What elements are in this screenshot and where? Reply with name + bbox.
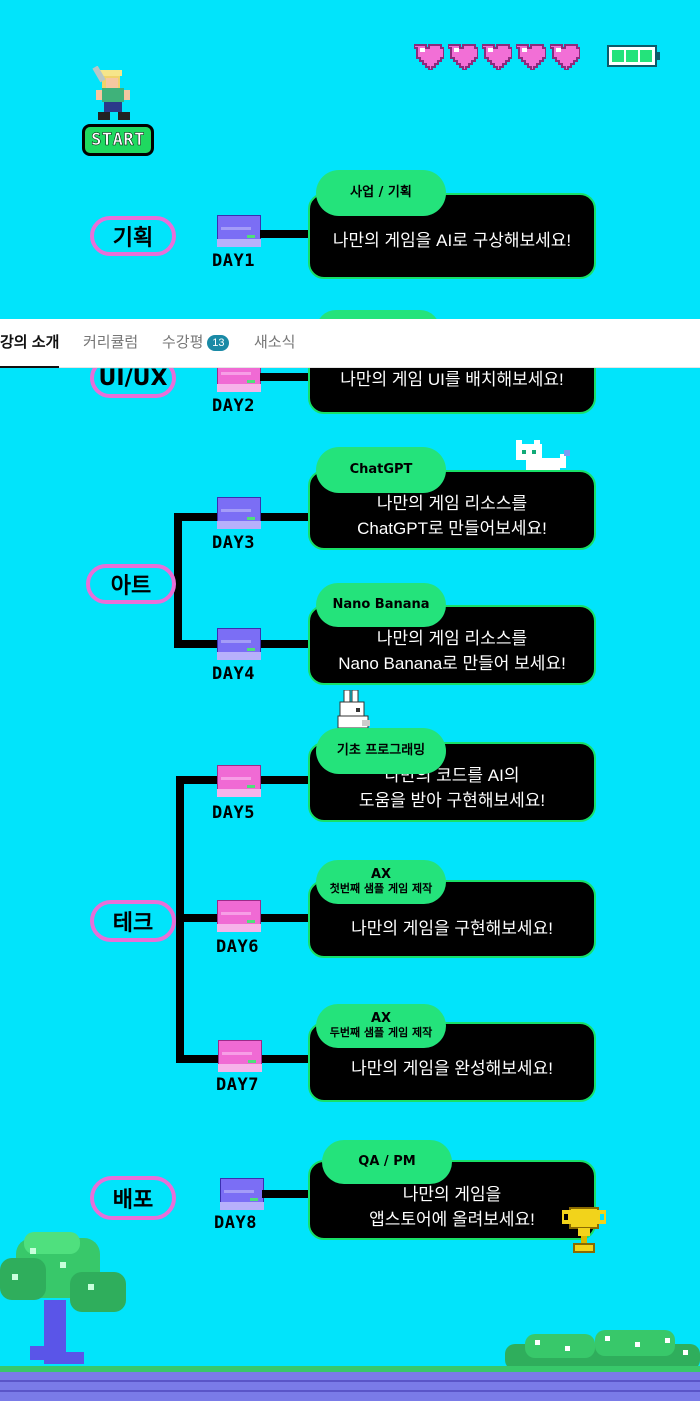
card-text: 나만의 게임 리소스를 xyxy=(376,494,528,513)
tag-title: AX xyxy=(370,867,392,882)
category-deploy: 배포 xyxy=(90,1176,176,1220)
cat-icon xyxy=(516,440,570,470)
day7-tag: AX 두번째 샘플 게임 제작 xyxy=(316,1004,446,1048)
connector-line xyxy=(262,1190,312,1198)
book-icon xyxy=(217,900,261,932)
hearts-meter xyxy=(414,42,580,70)
card-text: ChatGPT로 만들어보세요! xyxy=(357,519,547,538)
heart-icon xyxy=(550,44,580,70)
day-label: DAY2 xyxy=(212,396,255,416)
heart-icon xyxy=(516,44,546,70)
category-tech: 테크 xyxy=(90,900,176,942)
start-button[interactable]: START xyxy=(82,124,154,156)
day4-tag: Nano Banana xyxy=(316,583,446,627)
category-planning: 기획 xyxy=(90,216,176,256)
tab-curriculum[interactable]: 커리큘럼 xyxy=(83,334,139,351)
day-label: DAY3 xyxy=(212,533,255,553)
tag-title: AX xyxy=(370,1011,392,1026)
card-text: Nano Banana로 만들어 보세요! xyxy=(338,654,566,673)
card-text: 나만의 게임을 구현해보세요! xyxy=(351,918,553,938)
day-label: DAY4 xyxy=(212,664,255,684)
tree-icon xyxy=(0,1232,126,1364)
book-icon xyxy=(217,765,261,797)
book-icon xyxy=(220,1178,264,1210)
connector-line xyxy=(260,373,310,381)
heart-icon xyxy=(414,44,444,70)
category-art: 아트 xyxy=(86,564,176,604)
day-label: DAY6 xyxy=(216,937,259,957)
day8-tag: QA / PM xyxy=(322,1140,452,1184)
day-label: DAY7 xyxy=(216,1075,259,1095)
book-icon xyxy=(217,628,261,660)
book-icon xyxy=(217,497,261,529)
heart-icon xyxy=(482,44,512,70)
day5-tag: 기초 프로그래밍 xyxy=(316,728,446,774)
connector-line xyxy=(260,230,310,238)
player-character-icon xyxy=(92,66,130,120)
day1-tag: 사업 / 기획 xyxy=(316,170,446,216)
trophy-icon xyxy=(562,1207,606,1253)
review-count-badge: 13 xyxy=(207,335,230,351)
ground-terrain xyxy=(0,1366,700,1401)
book-icon xyxy=(217,215,261,247)
card-text: 나만의 게임을 AI로 구상해보세요! xyxy=(332,230,572,250)
day-label: DAY8 xyxy=(214,1213,257,1233)
tab-news[interactable]: 새소식 xyxy=(254,334,296,351)
card-text: 나만의 게임 리소스를 xyxy=(376,629,528,648)
day-label: DAY1 xyxy=(212,251,255,271)
day3-tag: ChatGPT xyxy=(316,447,446,493)
day-label: DAY5 xyxy=(212,803,255,823)
card-text: 앱스토어에 올려보세요! xyxy=(369,1210,535,1229)
battery-icon xyxy=(607,45,660,67)
tab-reviews-label: 수강평 xyxy=(162,334,204,351)
bracket-line xyxy=(174,513,182,648)
day8-card: 나만의 게임을 앱스토어에 올려보세요! xyxy=(308,1160,596,1240)
heart-icon xyxy=(448,44,478,70)
card-text: 나만의 게임 UI를 배치해보세요! xyxy=(340,369,564,389)
day7-card: 나만의 게임을 완성해보세요! xyxy=(308,1022,596,1102)
rabbit-icon xyxy=(337,690,370,729)
day1-card: 나만의 게임을 AI로 구상해보세요! xyxy=(308,193,596,279)
card-text: 나만의 게임을 완성해보세요! xyxy=(351,1058,553,1078)
card-text: 도움을 받아 구현해보세요! xyxy=(358,791,546,810)
card-text: 나만의 게임을 xyxy=(402,1185,502,1204)
bush-icon xyxy=(505,1330,700,1370)
tag-subtitle: 두번째 샘플 게임 제작 xyxy=(329,1026,433,1039)
day6-tag: AX 첫번째 샘플 게임 제작 xyxy=(316,860,446,904)
tag-subtitle: 첫번째 샘플 게임 제작 xyxy=(329,882,433,895)
tab-course-intro[interactable]: 강의 소개 xyxy=(0,319,60,368)
book-icon xyxy=(218,1040,262,1072)
